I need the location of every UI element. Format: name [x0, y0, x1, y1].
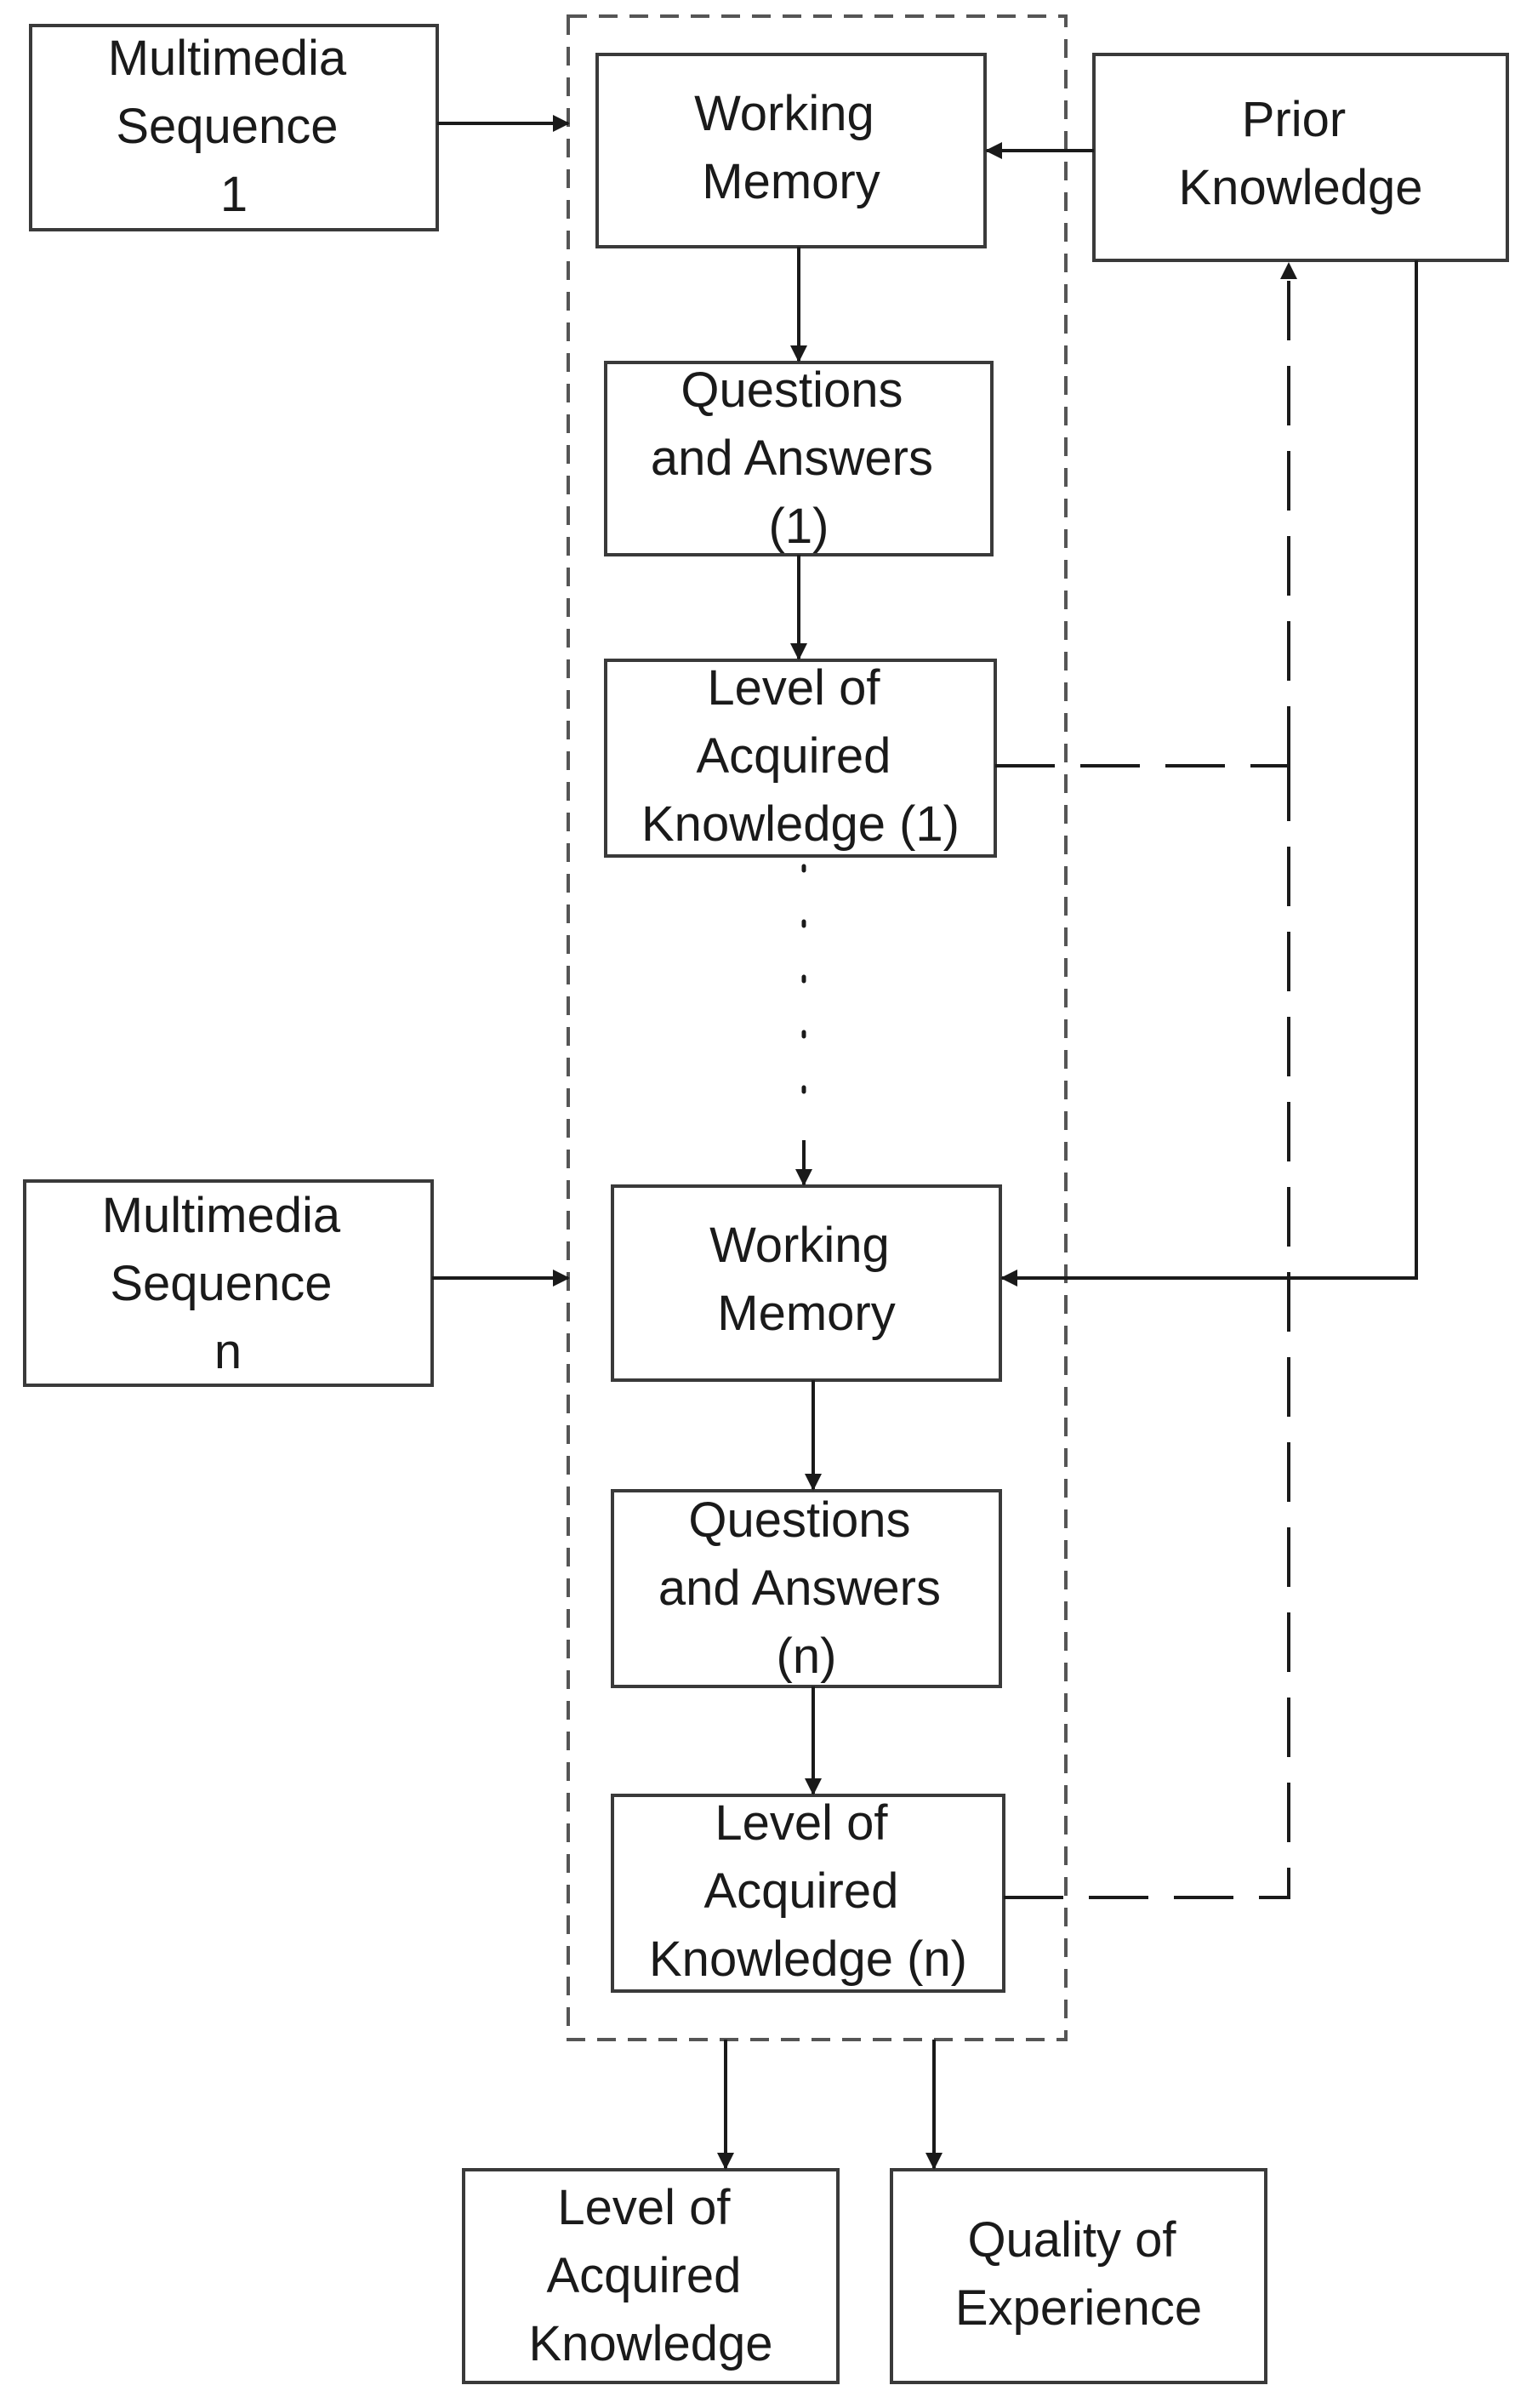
level-of-acquired-knowledge-n-box: Level of Acquired Knowledge (n) — [611, 1794, 1005, 1993]
level-of-acquired-knowledge-n-line-1: Level of — [715, 1795, 888, 1851]
prior-knowledge-line-2: Knowledge — [1179, 160, 1423, 215]
level-of-acquired-knowledge-output-box: Level of Acquired Knowledge — [462, 2168, 840, 2384]
level-of-acquired-knowledge-output-line-3: Knowledge — [529, 2316, 773, 2371]
svg-text:Working Memory: Working Memory — [709, 1218, 903, 1341]
quality-of-experience-line-2: Experience — [955, 2280, 1202, 2336]
prior-knowledge-line-1: Prior — [1242, 92, 1346, 147]
svg-text:Quality of Experience: Quality of Experience — [955, 2212, 1202, 2336]
working-memory-1-box: Working Memory — [595, 53, 987, 248]
svg-text:Multimedia Sequence: Multimedia Sequence 1 — [108, 31, 361, 222]
questions-and-answers-n-line-1: Questions — [688, 1492, 910, 1548]
working-memory-1-line-1: Working — [694, 86, 874, 141]
svg-text:Level of Acquired: Level of Acquired Knowledge (n) — [649, 1795, 967, 1987]
questions-and-answers-1-line-2: and Answers — [651, 431, 933, 486]
level-of-acquired-knowledge-1-line-2: Acquired — [696, 728, 891, 784]
svg-text:Level of Acquired: Level of Acquired Knowledge (1) — [641, 660, 960, 852]
multimedia-sequence-1-line-2: Sequence — [116, 99, 338, 154]
working-memory-n-line-1: Working — [709, 1218, 890, 1273]
working-memory-1-line-2: Memory — [702, 154, 880, 209]
level-of-acquired-knowledge-1-box: Level of Acquired Knowledge (1) — [604, 659, 997, 858]
quality-of-experience-line-1: Quality of — [967, 2212, 1176, 2268]
questions-and-answers-1-box: Questions and Answers (1) — [604, 361, 994, 556]
process-frame — [567, 14, 1068, 2041]
dashed-feedback-level-n — [1004, 766, 1290, 1899]
questions-and-answers-n-line-2: and Answers — [658, 1561, 941, 1616]
level-of-acquired-knowledge-1-line-3: Knowledge (1) — [641, 796, 960, 852]
level-of-acquired-knowledge-1-line-1: Level of — [707, 660, 880, 716]
multimedia-sequence-n-box: Multimedia Sequence n — [23, 1179, 434, 1387]
svg-text:Questions and Answers: Questions and Answers (n) — [658, 1492, 954, 1684]
questions-and-answers-n-line-3: (n) — [777, 1629, 837, 1684]
level-of-acquired-knowledge-output-line-1: Level of — [557, 2180, 731, 2235]
svg-text:Level of Acquired: Level of Acquired Knowledge — [529, 2180, 773, 2371]
multimedia-sequence-1-box: Multimedia Sequence 1 — [29, 24, 439, 231]
questions-and-answers-1-line-1: Questions — [681, 362, 903, 418]
questions-and-answers-1-line-3: (1) — [769, 499, 829, 554]
svg-text:Multimedia Sequence: Multimedia Sequence n — [102, 1188, 355, 1379]
multimedia-sequence-1-line-3: 1 — [220, 167, 248, 222]
multimedia-sequence-n-line-3: n — [214, 1324, 242, 1379]
multimedia-sequence-n-line-2: Sequence — [110, 1256, 332, 1311]
prior-knowledge-box: Prior Knowledge — [1092, 53, 1509, 262]
working-memory-n-line-2: Memory — [717, 1286, 895, 1341]
arrow-prior-knowledge-to-working-memory-n — [1000, 260, 1418, 1287]
level-of-acquired-knowledge-n-line-3: Knowledge (n) — [649, 1932, 967, 1987]
working-memory-n-box: Working Memory — [611, 1184, 1002, 1382]
multimedia-sequence-n-line-1: Multimedia — [102, 1188, 341, 1243]
questions-and-answers-n-box: Questions and Answers (n) — [611, 1489, 1002, 1688]
level-of-acquired-knowledge-n-line-2: Acquired — [703, 1863, 898, 1919]
svg-text:Questions and Answers: Questions and Answers (1) — [651, 362, 947, 554]
svg-text:Working Memory: Working Memory — [694, 86, 888, 209]
svg-text:Prior Knowledge: Prior Knowledge — [1179, 92, 1423, 215]
quality-of-experience-box: Quality of Experience — [890, 2168, 1267, 2384]
multimedia-sequence-1-line-1: Multimedia — [108, 31, 347, 86]
level-of-acquired-knowledge-output-line-2: Acquired — [546, 2248, 741, 2303]
